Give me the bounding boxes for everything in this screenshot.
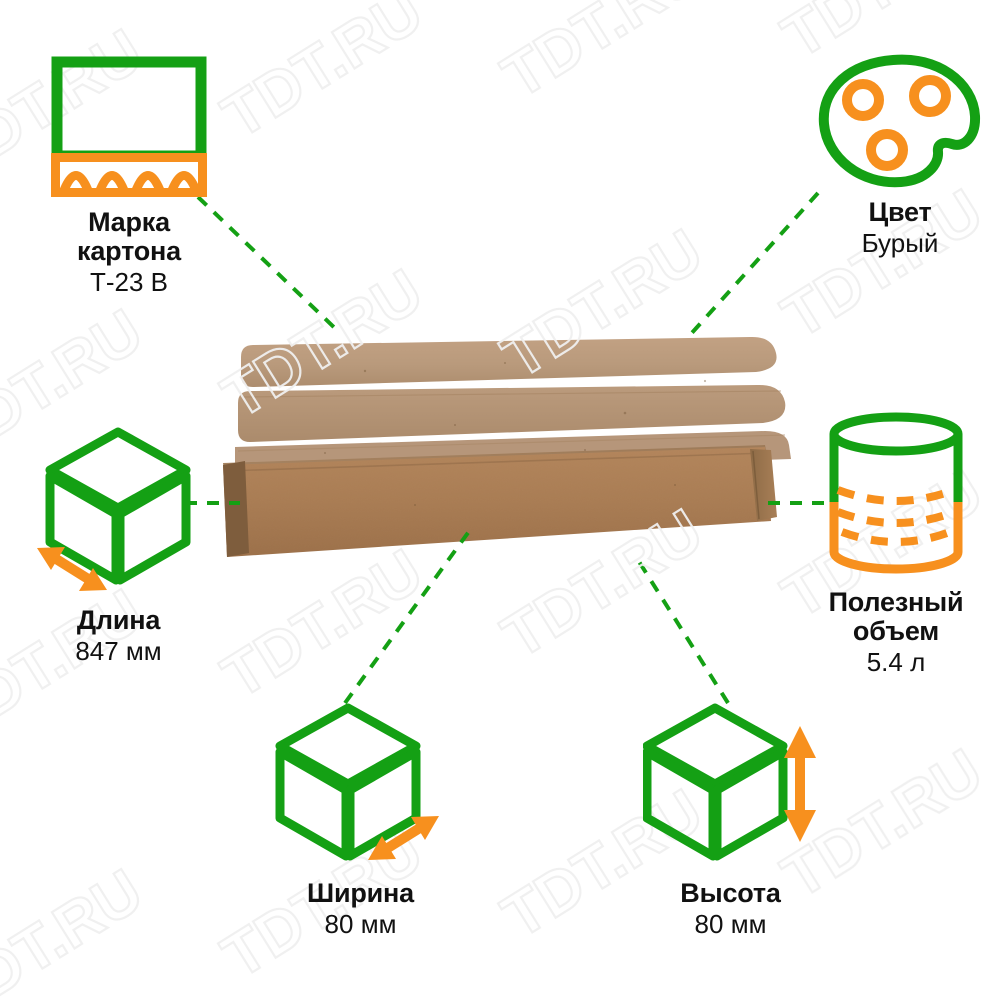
spec-useful-volume: Полезный объем 5.4 л [792, 412, 1000, 677]
cube-length-icon [37, 427, 191, 591]
spec-width-value: 80 мм [324, 909, 397, 940]
box-tray-left-end [223, 461, 249, 557]
connector-color [688, 191, 820, 337]
spec-grade-title: Марка картона [77, 207, 181, 267]
connector-width [343, 528, 472, 705]
cube-width-icon [275, 703, 439, 861]
spec-height: Высота 80 мм [618, 698, 843, 939]
spec-length-title: Длина [76, 605, 161, 635]
spec-volume-title: Полезный объем [828, 587, 964, 647]
spec-volume-value: 5.4 л [866, 647, 926, 678]
spec-length-value: 847 мм [75, 636, 162, 667]
spec-length: Длина 847 мм [6, 420, 231, 666]
spec-cardboard-grade: Марка картона Т-23 В [14, 52, 244, 297]
spec-color-value: Бурый [861, 228, 939, 259]
cube-height-icon [643, 703, 816, 861]
cardboard-grade-icon [51, 56, 207, 197]
spec-color-title: Цвет [868, 197, 932, 227]
connector-height [636, 558, 730, 705]
spec-width-title: Ширина [307, 878, 414, 908]
spec-width: Ширина 80 мм [248, 698, 473, 939]
cylinder-volume-icon [829, 412, 963, 574]
spec-grade-value: Т-23 В [89, 267, 169, 298]
height-arrow [784, 726, 816, 842]
spec-color: Цвет Бурый [800, 52, 1000, 258]
spec-height-value: 80 мм [694, 909, 767, 940]
color-palette-icon [818, 54, 981, 188]
spec-height-title: Высота [680, 878, 781, 908]
